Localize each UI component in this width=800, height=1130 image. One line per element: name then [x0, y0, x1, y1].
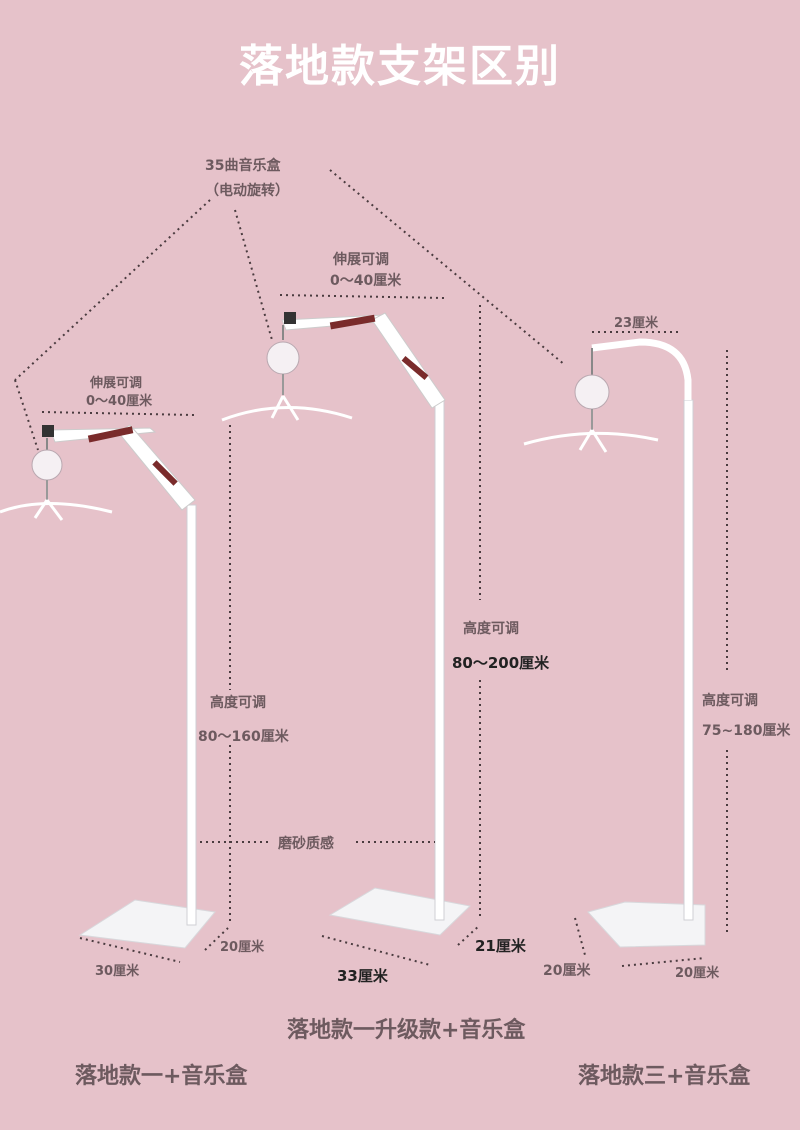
stand-one: [0, 424, 216, 949]
stand-two: [221, 312, 472, 936]
stand-two-extend-label: 伸展可调: [333, 252, 389, 268]
stand-three-music-box: [574, 374, 610, 410]
stand-two-base-depth: 21厘米: [475, 937, 526, 955]
page-title: 落地款支架区别: [239, 41, 561, 92]
stand-two-base-width: 33厘米: [337, 967, 388, 985]
stand-three-pole: [683, 399, 694, 921]
stand-three-height-range: 75~180厘米: [702, 723, 791, 739]
stand-two-music-box: [266, 341, 300, 375]
music-box-label-line1: 35曲音乐盒: [205, 158, 281, 174]
stand-one-height-label: 高度可调: [210, 695, 266, 711]
stand-one-name: 落地款一+音乐盒: [75, 1064, 248, 1089]
stand-two-name: 落地款一升级款+音乐盒: [287, 1018, 526, 1043]
callout-lines: [14, 169, 566, 451]
stand-three-base: [587, 901, 706, 948]
stand-one-pole: [186, 504, 197, 926]
stand-one-base-width: 30厘米: [95, 964, 140, 979]
stand-one-music-box: [31, 449, 63, 481]
stand-one-base: [78, 899, 216, 949]
stand-three-base-width: 20厘米: [675, 966, 720, 981]
stand-three: [523, 338, 706, 948]
stand-two-base: [328, 887, 472, 936]
stand-one-height-range: 80～160厘米: [198, 729, 289, 745]
stand-three-arm-label: 23厘米: [614, 316, 659, 331]
dimension-lines: [41, 294, 728, 967]
stand-two-pole: [434, 399, 445, 921]
frosted-texture-label: 磨砂质感: [278, 836, 334, 852]
stand-three-base-depth: 20厘米: [543, 963, 591, 979]
stand-one-base-depth: 20厘米: [220, 940, 265, 955]
stand-two-height-range: 80～200厘米: [452, 654, 550, 672]
stand-three-height-label: 高度可调: [702, 693, 758, 709]
stand-two-height-label: 高度可调: [463, 621, 519, 637]
stand-two-extend-range: 0～40厘米: [330, 273, 402, 289]
stand-three-name: 落地款三+音乐盒: [578, 1064, 751, 1089]
music-box-label-line2: （电动旋转）: [205, 183, 289, 199]
stand-one-extend-label: 伸展可调: [90, 376, 143, 391]
stand-three-arm: [591, 338, 692, 400]
stand-one-extend-range: 0～40厘米: [86, 394, 153, 409]
